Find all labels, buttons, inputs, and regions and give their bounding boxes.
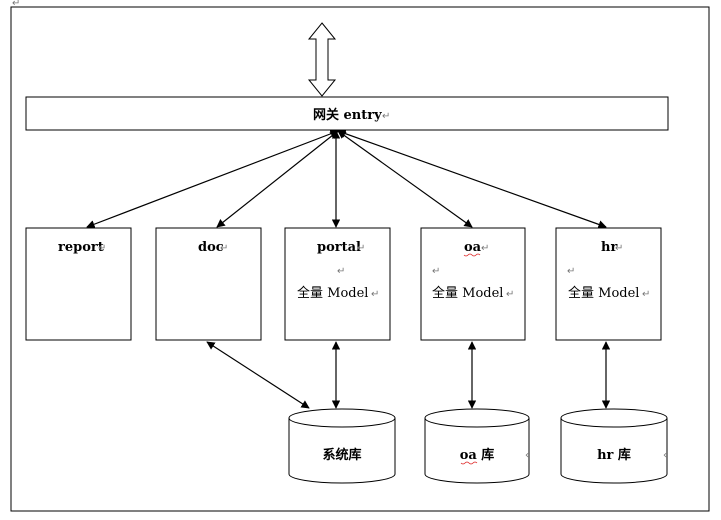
arrow-gateway-doc xyxy=(216,130,339,228)
gateway-box: 网关 entry ↵ xyxy=(25,96,669,131)
service-label-report: report xyxy=(58,240,104,255)
paragraph-mark: ↵ xyxy=(371,289,379,300)
service-sublabel-hr: 全量 Model xyxy=(568,285,639,301)
service-box-report: report ↵ xyxy=(25,227,132,341)
paragraph-mark: ↵ xyxy=(357,243,365,254)
paragraph-mark: ↵ xyxy=(615,243,623,254)
service-label-oa: oa xyxy=(464,240,482,255)
service-box-portal: portal ↵ ↵ 全量 Model ↵ xyxy=(284,227,391,341)
paragraph-mark: ↵ xyxy=(481,243,489,254)
service-label-portal: portal xyxy=(317,240,361,255)
database-label-oa: oa 库 xyxy=(460,447,495,463)
database-system: 系统库 xyxy=(288,408,396,484)
paragraph-mark: ↵ xyxy=(98,243,106,254)
service-box-oa: oa ↵ ↵ 全量 Model ↵ xyxy=(420,227,526,341)
database-hr: hr 库 xyxy=(560,408,668,484)
corner-paragraph-mark: ↵ xyxy=(12,0,20,9)
arrow-doc-system-db xyxy=(206,341,310,409)
anchor-mark-icon: ‹ xyxy=(525,450,529,461)
database-label-hr: hr 库 xyxy=(597,447,631,463)
service-sublabel-portal: 全量 Model xyxy=(297,285,368,301)
external-double-arrow-icon xyxy=(307,22,337,97)
service-label-hr: hr xyxy=(601,240,617,255)
paragraph-mark: ↵ xyxy=(642,289,650,300)
service-label-doc: doc xyxy=(198,240,224,255)
service-sublabel-oa: 全量 Model xyxy=(432,285,503,301)
paragraph-mark: ↵ xyxy=(337,266,345,277)
paragraph-mark: ↵ xyxy=(220,243,228,254)
spellcheck-underline xyxy=(463,253,481,257)
paragraph-mark: ↵ xyxy=(432,266,440,277)
gateway-paragraph-mark: ↵ xyxy=(382,111,390,122)
anchor-mark-icon: ‹ xyxy=(663,450,667,461)
spellcheck-underline xyxy=(460,461,478,465)
service-box-doc: doc ↵ xyxy=(155,227,262,341)
gateway-label: 网关 entry xyxy=(313,107,382,123)
database-label-system: 系统库 xyxy=(322,447,361,463)
paragraph-mark: ↵ xyxy=(567,266,575,277)
database-oa: oa 库 xyxy=(424,408,530,484)
paragraph-mark: ↵ xyxy=(506,289,514,300)
service-box-hr: hr ↵ ↵ 全量 Model ↵ xyxy=(555,227,662,341)
arrow-gateway-hr xyxy=(337,129,607,229)
